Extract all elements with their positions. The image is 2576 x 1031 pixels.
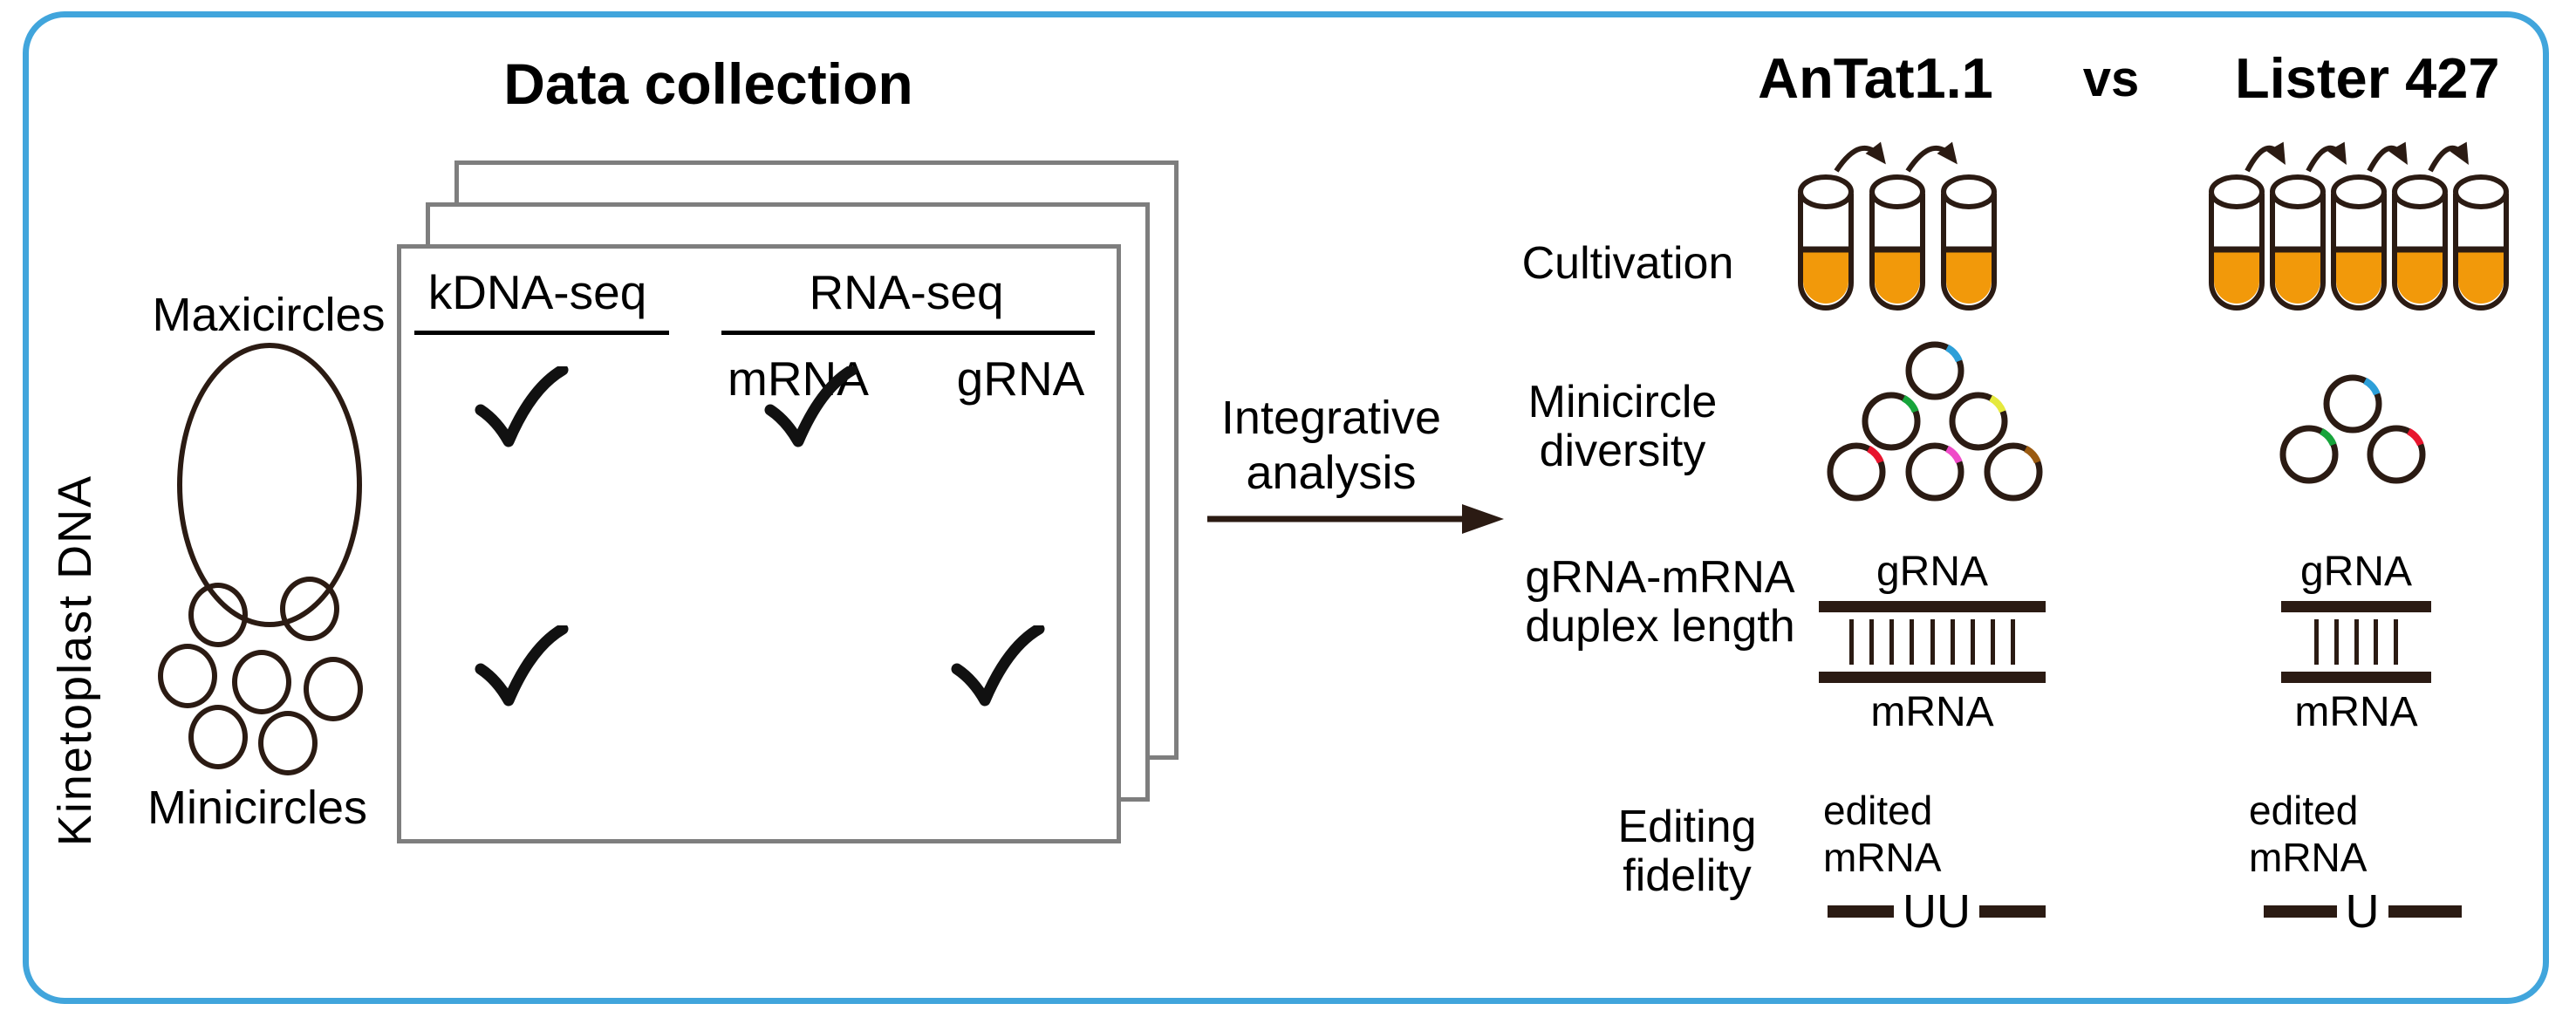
basepair-tick (1950, 619, 1955, 665)
antat-minicircle-pyramid (1804, 338, 2066, 511)
duplex-row-line1: gRNA-mRNA (1525, 552, 1795, 603)
basepair-tick (1869, 619, 1875, 665)
vs-label: vs (2082, 51, 2140, 107)
check-minicircles-grna-icon (951, 625, 1045, 707)
basepair-tick (2354, 619, 2359, 665)
basepair-tick (1990, 619, 1995, 665)
integrative-analysis-label: Integrative analysis (1209, 391, 1453, 501)
lister-minicircle-pyramid (2222, 371, 2484, 494)
check-maxicircles-mrna-icon (764, 366, 858, 447)
strain-lister-header: Lister 427 (2235, 46, 2500, 110)
antat-grna-strand (1819, 601, 2046, 612)
antat-edited-mrna-strand: UU (1828, 888, 2046, 935)
data-collection-title: Data collection (503, 51, 913, 116)
basepair-tick (2333, 619, 2339, 665)
basepair-tick (2394, 619, 2398, 665)
minicircle-diversity-line2: diversity (1539, 426, 1706, 476)
lister-edited-mrna-strand: U (2263, 885, 2462, 938)
minicircle-shape (258, 711, 318, 775)
editing-fidelity-row-label: Editing fidelity (1548, 802, 1827, 900)
basepair-tick (1930, 619, 1935, 665)
minicircle-diversity-row-label: Minicircle diversity (1483, 378, 1762, 475)
basepair-tick (1889, 619, 1895, 665)
maxicircles-label: Maxicircles (152, 289, 386, 341)
lister-editing-diagram: edited mRNA U (2249, 787, 2476, 935)
duplex-row-line2: duplex length (1525, 601, 1795, 652)
lister-basepair-ticks (2314, 619, 2398, 665)
lister-culture-tubes (2208, 133, 2510, 317)
basepair-tick (1849, 619, 1854, 665)
minicircle-diversity-line1: Minicircle (1527, 377, 1718, 427)
minicircle-shape (158, 644, 217, 708)
lister-mrna-strand (2281, 672, 2431, 683)
data-card-front (397, 244, 1121, 843)
basepair-tick (2011, 619, 2015, 665)
col-header-kdna-seq: kDNA-seq (427, 265, 647, 319)
editing-row-line1: Editing (1617, 802, 1757, 852)
minicircle-shape (304, 657, 363, 721)
maxicircle-shape (177, 343, 362, 627)
lister-mrna-segment-left (2263, 905, 2337, 918)
minicircle-shape (188, 705, 248, 769)
subcol-header-grna: gRNA (956, 352, 1085, 406)
antat-mrna-segment-right (1979, 905, 2046, 918)
basepair-tick (1970, 619, 1975, 665)
basepair-tick (2374, 619, 2379, 665)
kinetoplast-dna-axis-label: Kinetoplast DNA (49, 474, 101, 847)
antat-uridine-insert: UU (1903, 885, 1971, 938)
minicircle-shape (280, 577, 339, 641)
antat-mrna-label: mRNA (1870, 689, 1994, 735)
antat-edited-mrna-label: edited mRNA (1823, 788, 1942, 880)
lister-mrna-segment-right (2388, 905, 2462, 918)
rna-seq-underline (721, 331, 1095, 335)
strain-antat-header: AnTat1.1 (1758, 46, 1993, 110)
minicircle-shape (188, 583, 248, 647)
lister-grna-strand (2281, 601, 2431, 612)
antat-mrna-strand (1819, 672, 2046, 683)
cultivation-row-label: Cultivation (1521, 238, 1734, 289)
check-minicircles-kdna-icon (475, 625, 569, 707)
col-header-rna-seq: RNA-seq (809, 265, 1004, 319)
check-maxicircles-kdna-icon (475, 366, 569, 447)
duplex-length-row-label: gRNA-mRNA duplex length (1503, 553, 1817, 651)
minicircles-label: Minicircles (147, 782, 368, 834)
basepair-tick (2314, 619, 2319, 665)
lister-mrna-label: mRNA (2294, 689, 2418, 735)
antat-editing-diagram: edited mRNA UU (1823, 787, 2050, 935)
lister-uridine-insert: U (2345, 885, 2380, 938)
antat-mrna-segment-left (1828, 905, 1894, 918)
antat-duplex-diagram: gRNA mRNA (1819, 548, 2046, 736)
lister-edited-mrna-label: edited mRNA (2249, 788, 2368, 880)
integrative-line2: analysis (1246, 447, 1417, 499)
kdna-seq-underline (414, 331, 669, 335)
antat-grna-label: gRNA (1876, 549, 1989, 595)
integrative-analysis-arrow-icon (1207, 504, 1504, 534)
editing-row-line2: fidelity (1623, 850, 1752, 901)
antat-culture-tubes (1793, 133, 2002, 317)
minicircle-shape (232, 650, 291, 714)
basepair-tick (1910, 619, 1915, 665)
lister-grna-label: gRNA (2299, 549, 2413, 595)
antat-basepair-ticks (1849, 619, 2015, 665)
lister-duplex-diagram: gRNA mRNA (2281, 548, 2431, 736)
integrative-line1: Integrative (1220, 392, 1442, 444)
figure-border (23, 11, 2549, 1004)
